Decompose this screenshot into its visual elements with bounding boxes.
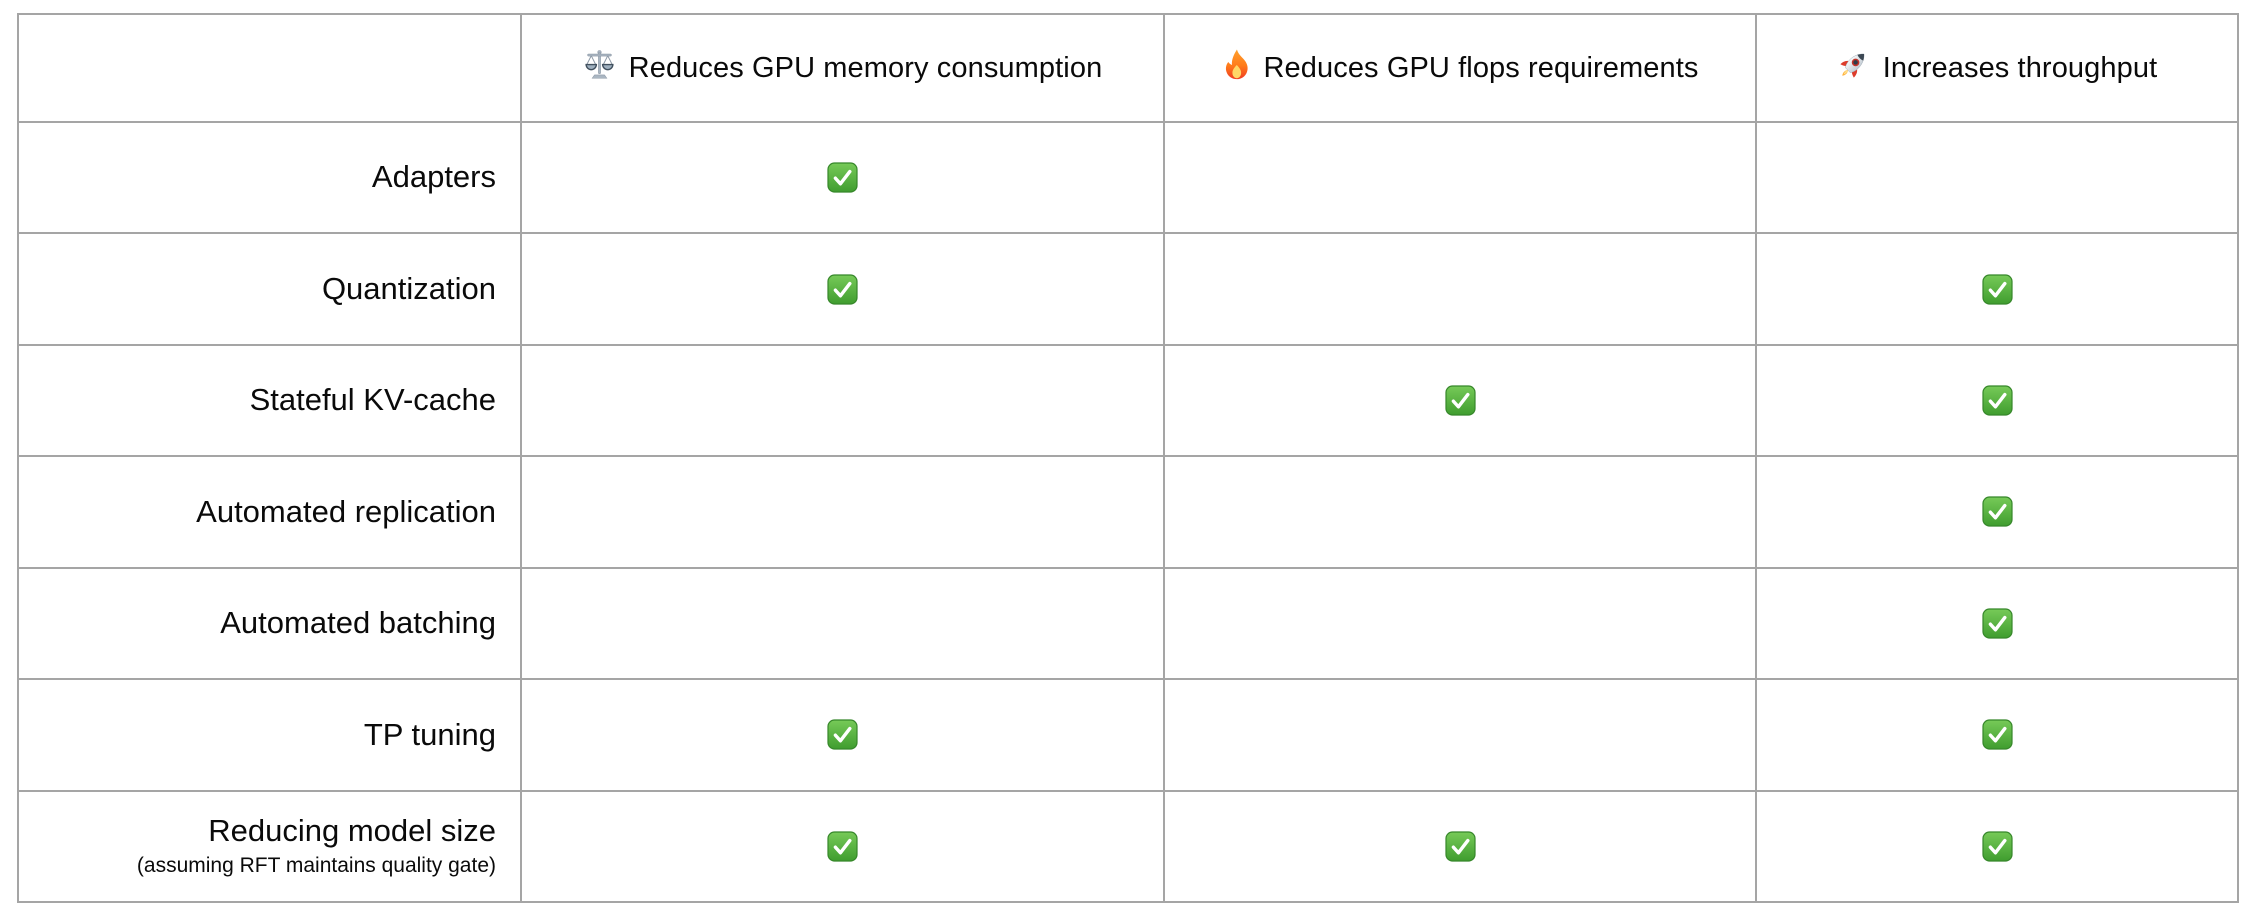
check-cell [520, 566, 1165, 681]
column-header-label: Increases throughput [1882, 51, 2158, 84]
table-row: Automated replication [17, 455, 2239, 569]
row-label: Stateful KV-cache [249, 382, 496, 418]
check-cell [1163, 343, 1757, 458]
header-row: Reduces GPU memory consumption Reduces G… [17, 13, 2239, 123]
check-cell [520, 232, 1165, 346]
row-subnote: (assuming RFT maintains quality gate) [136, 853, 496, 877]
row-label: Adapters [371, 159, 496, 195]
check-cell [520, 455, 1165, 569]
row-label: Quantization [321, 270, 496, 306]
green-check-mark-icon [1444, 385, 1476, 416]
green-check-mark-icon [1444, 831, 1476, 862]
row-label-cell: Automated batching [17, 566, 522, 681]
check-cell [1755, 566, 2239, 681]
table-row: Reducing model size (assuming RFT mainta… [17, 789, 2239, 904]
check-cell [1755, 455, 2239, 569]
column-header-throughput: Increases throughput [1755, 13, 2239, 123]
check-cell [1755, 678, 2239, 792]
check-cell [1755, 789, 2239, 904]
column-header-flops: Reduces GPU flops requirements [1163, 13, 1757, 123]
green-check-mark-icon [1981, 496, 2013, 528]
green-check-mark-icon [1981, 719, 2013, 750]
row-label-cell: Reducing model size (assuming RFT mainta… [17, 789, 522, 904]
check-cell [1163, 789, 1757, 904]
row-label: Reducing model size [208, 813, 496, 849]
green-check-mark-icon [827, 274, 858, 305]
row-label-cell: Adapters [17, 120, 522, 235]
green-check-mark-icon [827, 831, 858, 862]
green-check-mark-icon [827, 719, 858, 750]
row-label: TP tuning [363, 716, 496, 752]
check-cell [520, 789, 1165, 904]
check-cell [1163, 678, 1757, 792]
column-header-label: Reduces GPU flops requirements [1263, 51, 1699, 84]
feature-matrix-table: Reduces GPU memory consumption Reduces G… [17, 13, 2239, 904]
rocket-icon [1837, 48, 1870, 89]
green-check-mark-icon [1981, 274, 2013, 305]
fire-icon [1222, 48, 1251, 89]
column-header-label: Reduces GPU memory consumption [628, 51, 1103, 84]
table-row: Stateful KV-cache [17, 343, 2239, 458]
balance-scale-icon [583, 48, 616, 89]
check-cell [1755, 120, 2239, 235]
green-check-mark-icon [827, 162, 858, 193]
green-check-mark-icon [1981, 831, 2013, 862]
table-body: Adapters Quantization Stateful KV-cache … [17, 120, 2239, 904]
check-cell [520, 343, 1165, 458]
check-cell [520, 678, 1165, 792]
table-row: Adapters [17, 120, 2239, 235]
table-row: Automated batching [17, 566, 2239, 681]
green-check-mark-icon [1981, 608, 2013, 639]
table-row: Quantization [17, 232, 2239, 346]
table-row: TP tuning [17, 678, 2239, 792]
row-label-cell: Automated replication [17, 455, 522, 569]
corner-cell [17, 13, 522, 123]
column-header-memory: Reduces GPU memory consumption [520, 13, 1165, 123]
check-cell [1163, 566, 1757, 681]
row-label-cell: Quantization [17, 232, 522, 346]
check-cell [1163, 232, 1757, 346]
row-label: Automated replication [196, 493, 496, 529]
check-cell [520, 120, 1165, 235]
green-check-mark-icon [1981, 385, 2013, 416]
row-label: Automated batching [220, 605, 496, 641]
row-label-cell: TP tuning [17, 678, 522, 792]
check-cell [1755, 343, 2239, 458]
row-label-cell: Stateful KV-cache [17, 343, 522, 458]
check-cell [1163, 455, 1757, 569]
check-cell [1755, 232, 2239, 346]
check-cell [1163, 120, 1757, 235]
